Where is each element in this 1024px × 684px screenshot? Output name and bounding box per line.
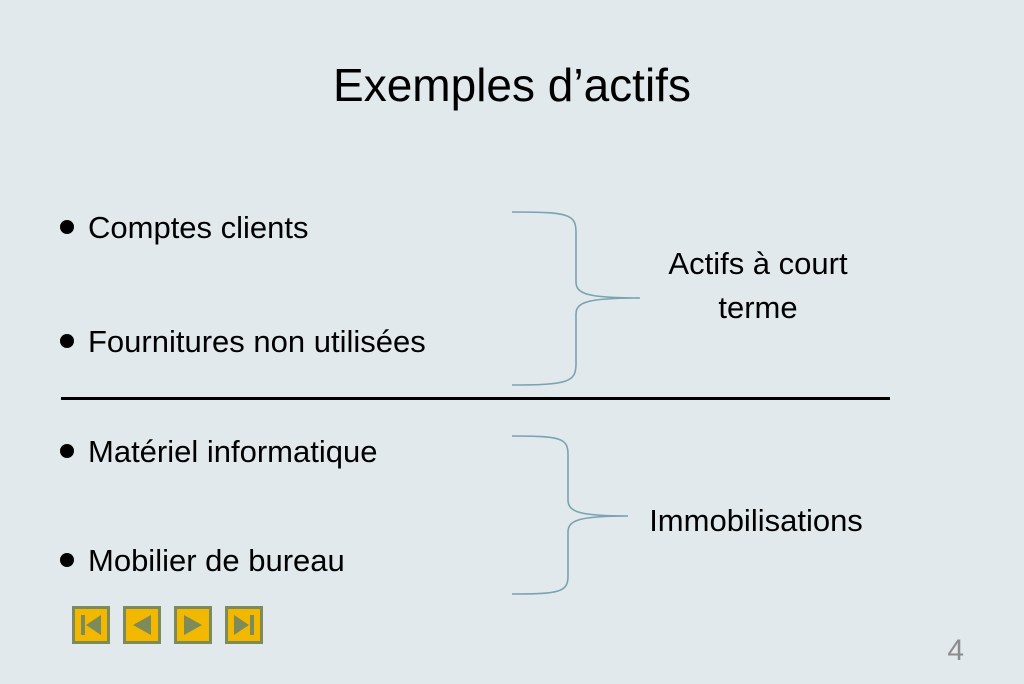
bullet-item: Matériel informatique [60, 432, 377, 472]
bullet-dot-icon [60, 443, 74, 458]
group-label-fixed-assets: Immobilisations [620, 499, 892, 543]
bullet-text: Fournitures non utilisées [88, 324, 426, 359]
slide-navigation [72, 606, 263, 644]
last-slide-button[interactable] [225, 606, 263, 644]
bullet-item: Comptes clients [60, 208, 309, 248]
bullet-dot-icon [60, 333, 74, 348]
previous-slide-button[interactable] [123, 606, 161, 644]
next-slide-button[interactable] [174, 606, 212, 644]
page-number: 4 [947, 634, 964, 667]
bullet-text: Mobilier de bureau [88, 543, 345, 578]
bullet-text: Comptes clients [88, 210, 309, 245]
group-label-line: Actifs à court [668, 246, 848, 281]
group-label-line: Immobilisations [649, 503, 863, 538]
triangle-left-icon [133, 615, 151, 635]
right-brace-icon [511, 211, 641, 386]
triangle-right-icon [184, 615, 202, 635]
bullet-text: Matériel informatique [88, 434, 378, 469]
first-slide-button[interactable] [72, 606, 110, 644]
bullet-item: Mobilier de bureau [60, 541, 345, 581]
group-label-line: terme [718, 290, 798, 325]
bullet-dot-icon [60, 219, 74, 234]
slide-title: Exemples d’actifs [333, 59, 691, 111]
group-label-current-assets: Actifs à court terme [630, 242, 886, 330]
section-divider [61, 397, 890, 400]
bullet-item: Fournitures non utilisées [60, 322, 426, 362]
skip-to-start-icon [81, 615, 101, 635]
bullet-dot-icon [60, 552, 74, 567]
skip-to-end-icon [234, 615, 254, 635]
right-brace-icon [511, 435, 629, 595]
